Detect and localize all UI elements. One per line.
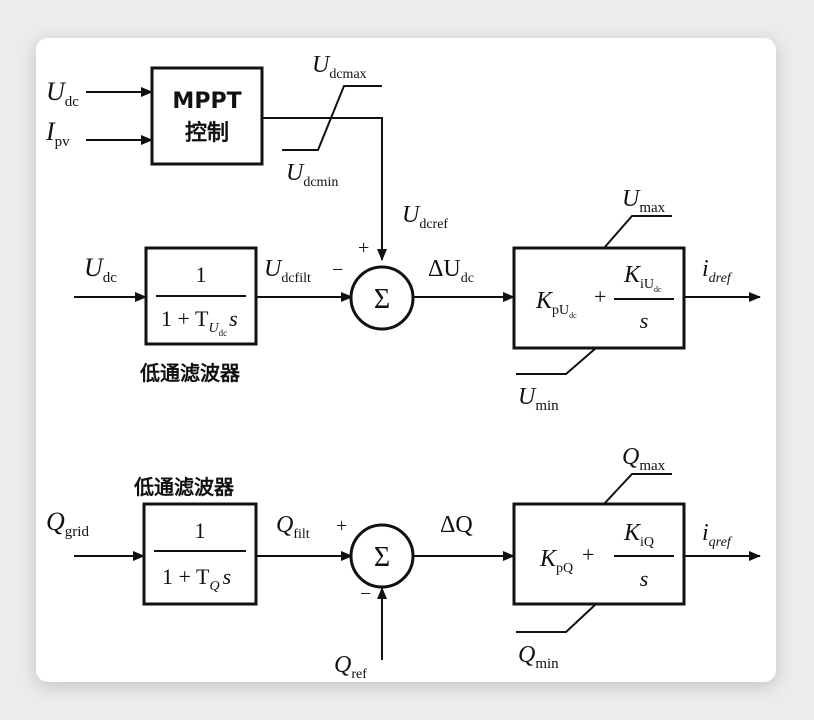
qref-label: Qref [334,652,367,682]
dc-filter-denominator: 1 + TUdcs [161,306,238,338]
udcref-arrow [300,117,387,261]
qfilt-label: Qfilt [276,512,310,542]
udcmax-label: Udcmax [312,52,367,82]
delta-q-label: ΔQ [440,512,473,538]
q-sum-plus-sign: + [336,515,347,537]
mppt-subtitle: 控制 [185,120,229,146]
q-pi-kp: KpQ [539,546,573,576]
umax-label: Umax [622,186,666,216]
q-pi-block [512,502,686,606]
iqref-label: iqref [702,520,733,550]
dc-pi-s: s [640,308,649,333]
q-filter-numerator: 1 [195,518,206,543]
dc-limit-min-line [516,347,597,375]
q-limit-min-line [516,603,597,633]
dc-input-udc-label: Udc [84,253,117,286]
mppt-section: Udc Ipv MPPT 控制 Udcmax Udcmin Udcref [45,52,448,261]
dc-filter-caption: 低通滤波器 [139,361,241,385]
q-filter-block [142,502,258,606]
udcref-label: Udcref [402,202,448,232]
dc-filter-numerator: 1 [196,262,207,287]
dc-pi-plus: + [594,284,606,309]
umin-label: Umin [518,384,559,414]
mppt-block [150,66,264,166]
dc-voltage-loop: Udc 1 1 + TUdcs 低通滤波器 Udcfilt − + Σ ΔUdc… [74,186,761,414]
q-sum-minus-sign: − [360,583,371,605]
q-pi-s: s [640,566,649,591]
qmax-label: Qmax [622,444,666,474]
dc-sum-plus-sign: + [358,237,369,259]
q-pi-ki: KiQ [623,520,654,550]
idref-label: idref [702,256,733,286]
mppt-title: MPPT [172,89,241,114]
q-filter-caption: 低通滤波器 [133,475,235,499]
udcfilt-label: Udcfilt [264,256,311,286]
q-sigma-symbol: Σ [374,542,390,573]
dc-sigma-symbol: Σ [374,284,390,315]
qmin-label: Qmin [518,642,559,672]
dc-limit-max-line [603,215,672,249]
dc-pi-ki: KiUdc [623,262,662,294]
mppt-input-udc-label: Udc [46,77,79,110]
qgrid-label: Qgrid [46,507,89,540]
udcmin-label: Udcmin [286,160,338,190]
mppt-input-ipv-label: Ipv [45,117,70,150]
dc-sum-minus-sign: − [332,259,343,281]
dc-pi-kp: KpUdc [535,288,577,320]
delta-udc-label: ΔUdc [428,256,474,286]
q-pi-plus: + [582,542,594,567]
q-limit-max-line [603,473,672,505]
